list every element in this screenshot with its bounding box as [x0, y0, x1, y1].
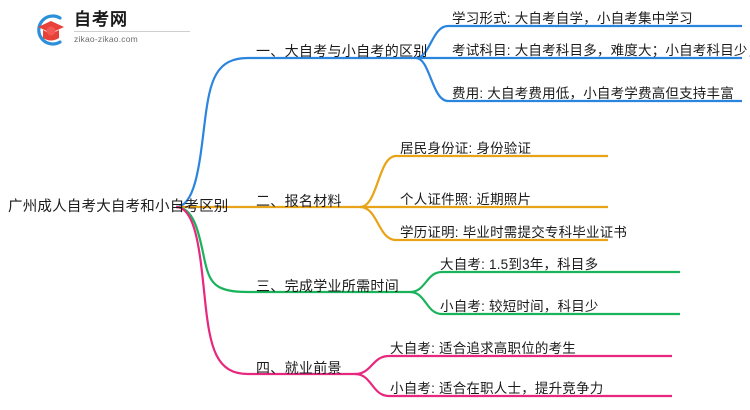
leaf-label-2-3[interactable]: 学历证明: 毕业时需提交专科毕业证书: [400, 225, 628, 240]
root-node-label[interactable]: 广州成人自考大自考和小自考区别: [8, 199, 229, 215]
logo-subtitle: zikao-zikao.com: [74, 34, 138, 44]
leaf-connector-3-2: [409, 290, 680, 316]
branch-label-4[interactable]: 四、就业前景: [256, 360, 342, 376]
leaf-connector-1-1: [415, 24, 742, 60]
leaf-connector-4-2: [354, 372, 672, 398]
branch-label-1[interactable]: 一、大自考与小自考的区别: [256, 43, 428, 59]
branch-label-2[interactable]: 二、报名材料: [256, 193, 342, 209]
leaf-label-3-1[interactable]: 大自考: 1.5到3年，科目多: [440, 257, 599, 272]
graduation-cap-icon: [37, 14, 64, 46]
logo-title: 自考网: [74, 10, 190, 32]
leaf-label-4-2[interactable]: 小自考: 适合在职人士，提升竞争力: [390, 381, 604, 396]
site-logo: 自考网 zikao-zikao.com: [30, 10, 190, 50]
branch-connector-4: [175, 205, 355, 376]
branch-connector-3: [175, 205, 410, 294]
logo-text-block: 自考网 zikao-zikao.com: [74, 10, 190, 45]
leaf-label-1-2[interactable]: 考试科目: 大自考科目多，难度大；小自考科目少，通过率高: [452, 43, 750, 58]
leaf-label-3-2[interactable]: 小自考: 较短时间，科目少: [440, 299, 599, 314]
leaf-connector-2-3: [359, 205, 608, 242]
leaf-label-4-1[interactable]: 大自考: 适合追求高职位的考生: [390, 341, 577, 356]
branch-label-3[interactable]: 三、完成学业所需时间: [256, 278, 399, 294]
leaf-connector-3-1: [409, 270, 680, 294]
leaf-connector-4-1: [354, 354, 672, 376]
leaf-connector-1-3: [415, 56, 742, 103]
leaf-connector-2-1: [359, 154, 608, 209]
leaf-label-2-2[interactable]: 个人证件照: 近期照片: [400, 192, 532, 207]
leaf-label-1-3[interactable]: 费用: 大自考费用低，小自考学费高但支持丰富: [452, 86, 734, 101]
leaf-label-1-1[interactable]: 学习形式: 大自考自学，小自考集中学习: [452, 11, 693, 26]
leaf-label-2-1[interactable]: 居民身份证: 身份验证: [400, 141, 532, 156]
branch-connector-1: [175, 56, 416, 209]
